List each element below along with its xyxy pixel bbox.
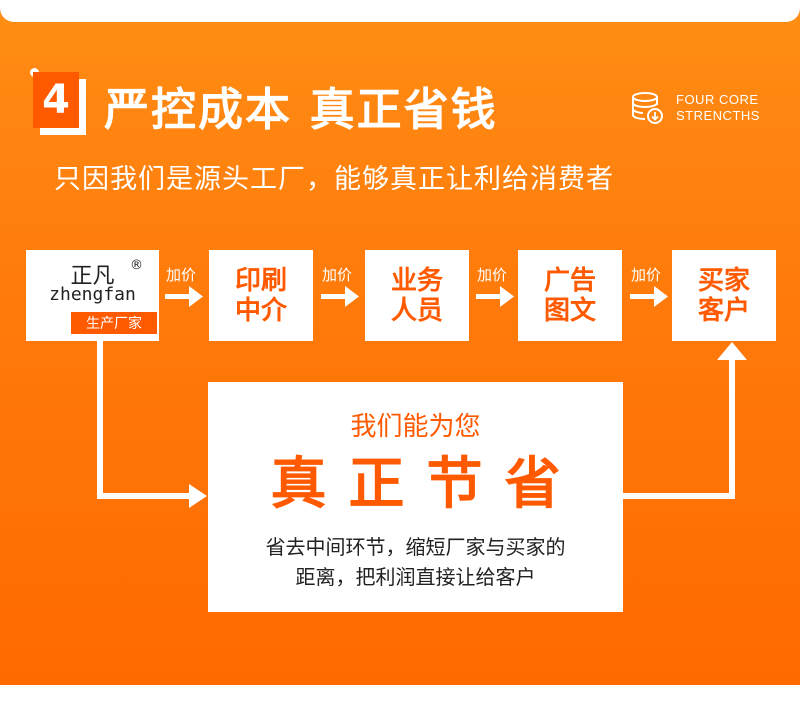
step-line-2: 客户 — [697, 295, 750, 326]
brand-box: 正凡 ® zhengfan 生产厂家 — [26, 250, 159, 341]
markup-label: 加价 — [322, 266, 353, 284]
flow-step-advertising: 广告 图文 — [518, 250, 622, 341]
section-title: 严控成本 真正省钱 — [104, 83, 498, 136]
registered-mark: ® — [130, 258, 143, 273]
step-line-1: 广告 — [543, 265, 596, 296]
card-intro: 我们能为您 — [350, 412, 481, 442]
brand-name-en: zhengfan — [49, 284, 136, 305]
markup-label: 加价 — [166, 266, 197, 284]
step-line-1: 买家 — [697, 265, 750, 296]
step-line-2: 中介 — [234, 295, 287, 326]
savings-card: 我们能为您 真正节省 省去中间环节，缩短厂家与买家的 距离，把利润直接让给客户 — [208, 382, 623, 612]
flow-step-printing-agent: 印刷 中介 — [209, 250, 313, 341]
card-description: 省去中间环节，缩短厂家与买家的 距离，把利润直接让给客户 — [208, 532, 623, 592]
four-core-badge: FOUR CORE STRENCTHS — [676, 92, 760, 124]
step-line-1: 印刷 — [234, 265, 287, 296]
top-white-strip — [0, 0, 800, 22]
arrow-right-icon — [165, 286, 203, 307]
brand-name-cn: 正凡 — [70, 264, 115, 289]
step-line-2: 图文 — [543, 295, 596, 326]
bottom-white-strip — [0, 685, 800, 711]
markup-label: 加价 — [631, 266, 662, 284]
manufacturer-tag: 生产厂家 — [71, 312, 157, 334]
step-line-1: 业务 — [390, 265, 443, 296]
arrow-path-right — [623, 342, 747, 499]
arrow-right-icon — [630, 286, 668, 307]
badge-line-2: STRENCTHS — [676, 108, 760, 123]
card-desc-line-1: 省去中间环节，缩短厂家与买家的 — [265, 535, 566, 559]
card-headline: 真正节省 — [270, 452, 583, 517]
section-subtitle: 只因我们是源头工厂，能够真正让利给消费者 — [54, 164, 614, 195]
arrow-right-icon — [321, 286, 359, 307]
database-icon — [632, 92, 663, 124]
arrow-path-left — [97, 341, 207, 508]
badge-line-1: FOUR CORE — [676, 92, 759, 107]
card-desc-line-2: 距离，把利润直接让给客户 — [295, 565, 536, 589]
flow-step-sales-staff: 业务 人员 — [365, 250, 469, 341]
section-number-badge: 4 — [33, 72, 79, 128]
arrow-right-icon — [476, 286, 514, 307]
markup-label: 加价 — [477, 266, 508, 284]
flow-step-buyer: 买家 客户 — [672, 250, 776, 341]
step-line-2: 人员 — [390, 295, 443, 326]
